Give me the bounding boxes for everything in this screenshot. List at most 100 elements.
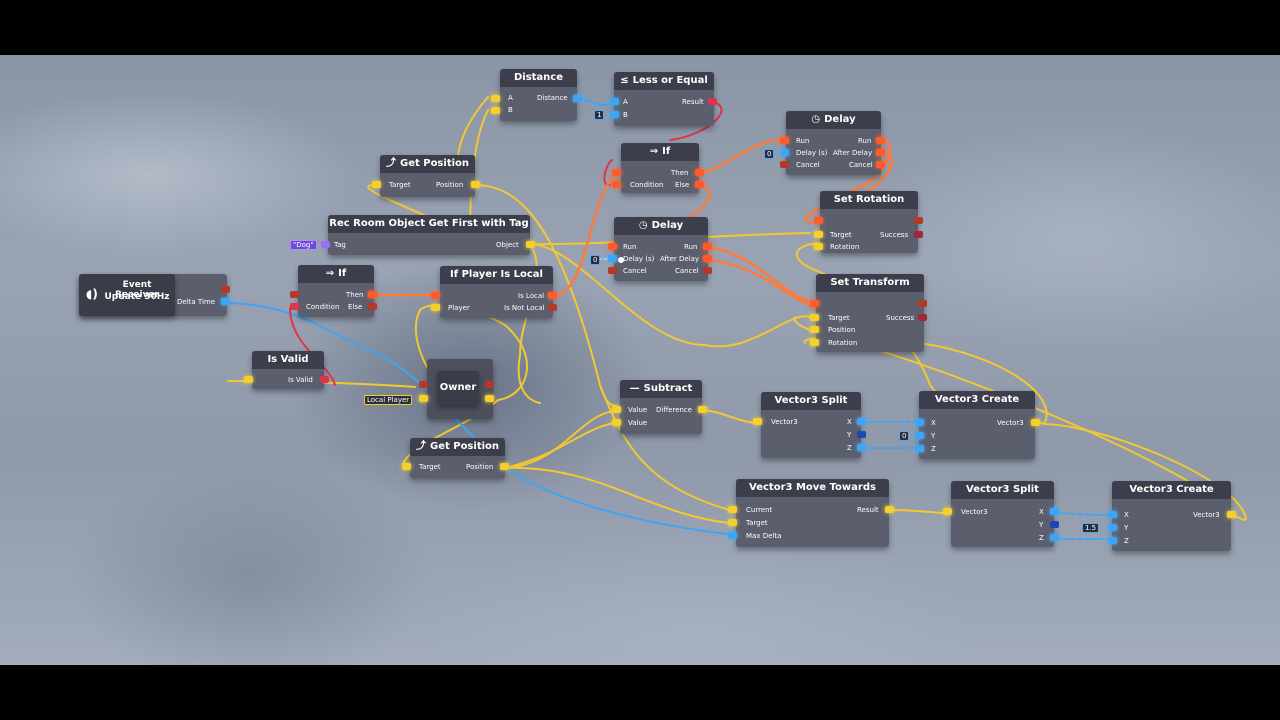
input-pin-rotation[interactable] [814,243,823,250]
set-transform-node[interactable]: Set Transform Target Position Rotation S… [810,274,927,352]
input-pin-exec[interactable] [810,300,819,307]
output-pin-vector3[interactable] [1227,511,1236,518]
if-player-is-local-node[interactable]: If Player Is Local Is Local Player Is No… [431,266,557,318]
output-pin-is-not-local[interactable] [548,304,557,311]
input-pin-player[interactable] [419,395,428,402]
output-pin-else[interactable] [695,181,704,188]
input-pin-tag[interactable] [321,241,330,248]
input-pin-condition[interactable] [290,303,299,310]
input-pin-a[interactable] [491,95,500,102]
subtract-node[interactable]: —Subtract Value Value Difference [612,380,707,434]
input-pin-object[interactable] [244,376,253,383]
circuit-canvas[interactable]: Distance A B Distance ≤Less or Equal A 1… [0,55,1280,665]
output-pin-result[interactable] [885,506,894,513]
delay-value-input[interactable]: 0 [590,255,601,265]
vector3-split-node[interactable]: Vector3 Split Vector3 X Y Z [753,392,866,458]
input-pin-b[interactable] [610,111,619,118]
owner-node[interactable]: Owner Local Player [364,359,494,419]
input-pin-b[interactable] [491,107,500,114]
output-pin-run[interactable] [703,243,712,250]
input-pin-exec[interactable] [612,169,621,176]
output-pin-exec[interactable] [221,286,230,293]
input-pin-z[interactable] [915,445,924,452]
vector3-move-towards-node[interactable]: Vector3 Move Towards Current Target Max … [728,479,894,547]
input-pin-x[interactable] [915,419,924,426]
input-pin-max-delta[interactable] [728,532,737,539]
output-pin-z[interactable] [1050,534,1059,541]
input-pin-x[interactable] [1108,511,1117,518]
output-pin-z[interactable] [857,444,866,451]
input-pin-run[interactable] [780,137,789,144]
input-pin-current[interactable] [728,506,737,513]
input-pin-vector3[interactable] [753,418,762,425]
input-pin-target[interactable] [402,463,411,470]
input-pin-exec[interactable] [419,381,428,388]
output-pin-then[interactable] [368,291,377,298]
event-receiver-node[interactable]: ◖) Event Receiver Update 30Hz Delta Time [79,274,230,316]
output-pin-is-local[interactable] [548,292,557,299]
input-pin-y[interactable] [915,432,924,439]
output-pin-x[interactable] [1050,508,1059,515]
input-pin-a[interactable] [610,98,619,105]
output-pin-run[interactable] [876,137,885,144]
output-pin-y[interactable] [857,431,866,438]
output-pin-exec[interactable] [485,381,494,388]
input-pin-condition[interactable] [612,181,621,188]
input-pin-value-b[interactable] [612,419,621,426]
if-node[interactable]: ⇒If Then Condition Else [612,143,704,193]
output-pin-difference[interactable] [698,406,707,413]
input-pin-z[interactable] [1108,537,1117,544]
vector3-split-node[interactable]: Vector3 Split Vector3 X Y Z [943,481,1059,547]
is-valid-node[interactable]: Is Valid Is Valid [244,351,329,389]
delay-node[interactable]: ◷Delay Run 0 Delay (s) Cancel Run After … [590,217,712,281]
input-pin-delay[interactable] [780,149,789,156]
input-pin-player[interactable] [431,304,440,311]
input-pin-rotation[interactable] [810,339,819,346]
input-pin-target[interactable] [728,519,737,526]
output-pin-exec[interactable] [918,300,927,307]
input-pin-vector3[interactable] [943,508,952,515]
input-pin-position[interactable] [810,326,819,333]
output-pin-distance[interactable] [573,95,582,102]
local-player-input[interactable]: Local Player [364,395,413,405]
b-value-input[interactable]: 1 [594,110,605,120]
tag-value-input[interactable]: "Dog" [290,240,317,250]
output-pin-else[interactable] [368,303,377,310]
y-value-input[interactable]: 0 [899,431,910,441]
output-pin-y[interactable] [1050,521,1059,528]
input-pin-cancel[interactable] [780,161,789,168]
output-pin-exec[interactable] [914,217,923,224]
y-value-input[interactable]: 1.5 [1082,523,1100,533]
if-node[interactable]: ⇒If Then Condition Else [290,265,377,317]
distance-node[interactable]: Distance A B Distance [491,69,582,121]
input-pin-value-a[interactable] [612,406,621,413]
input-pin-exec[interactable] [290,291,299,298]
get-position-node[interactable]: ⤴Get Position Target Position [402,438,509,478]
input-pin-exec[interactable] [431,292,440,299]
input-pin-target[interactable] [810,314,819,321]
input-pin-target[interactable] [814,231,823,238]
output-pin-after-delay[interactable] [703,255,712,262]
output-pin-vector3[interactable] [1031,419,1040,426]
delay-value-input[interactable]: 0 [764,149,775,159]
rec-room-object-get-first-with-tag-node[interactable]: Rec Room Object Get First with Tag "Dog"… [290,215,535,255]
input-pin-cancel[interactable] [608,267,617,274]
output-pin-object[interactable] [526,241,535,248]
output-pin-owner[interactable] [485,395,494,402]
output-pin-position[interactable] [471,181,480,188]
output-pin-delta-time[interactable] [221,298,230,305]
output-pin-position[interactable] [500,463,509,470]
output-pin-x[interactable] [857,418,866,425]
output-pin-result[interactable] [708,98,717,105]
input-pin-delay[interactable] [608,255,617,262]
less-or-equal-node[interactable]: ≤Less or Equal A 1 B Result [594,72,717,126]
input-pin-y[interactable] [1108,524,1117,531]
output-pin-is-valid[interactable] [320,376,329,383]
vector3-create-node[interactable]: Vector3 Create X 0 Y Z Vector3 [899,391,1040,459]
output-pin-success[interactable] [914,231,923,238]
vector3-create-node[interactable]: Vector3 Create X 1.5 Y Z Vector3 [1082,481,1236,551]
output-pin-cancel[interactable] [876,161,885,168]
output-pin-after-delay[interactable] [876,149,885,156]
input-pin-run[interactable] [608,243,617,250]
set-rotation-node[interactable]: Set Rotation Target Rotation Success [814,191,923,253]
